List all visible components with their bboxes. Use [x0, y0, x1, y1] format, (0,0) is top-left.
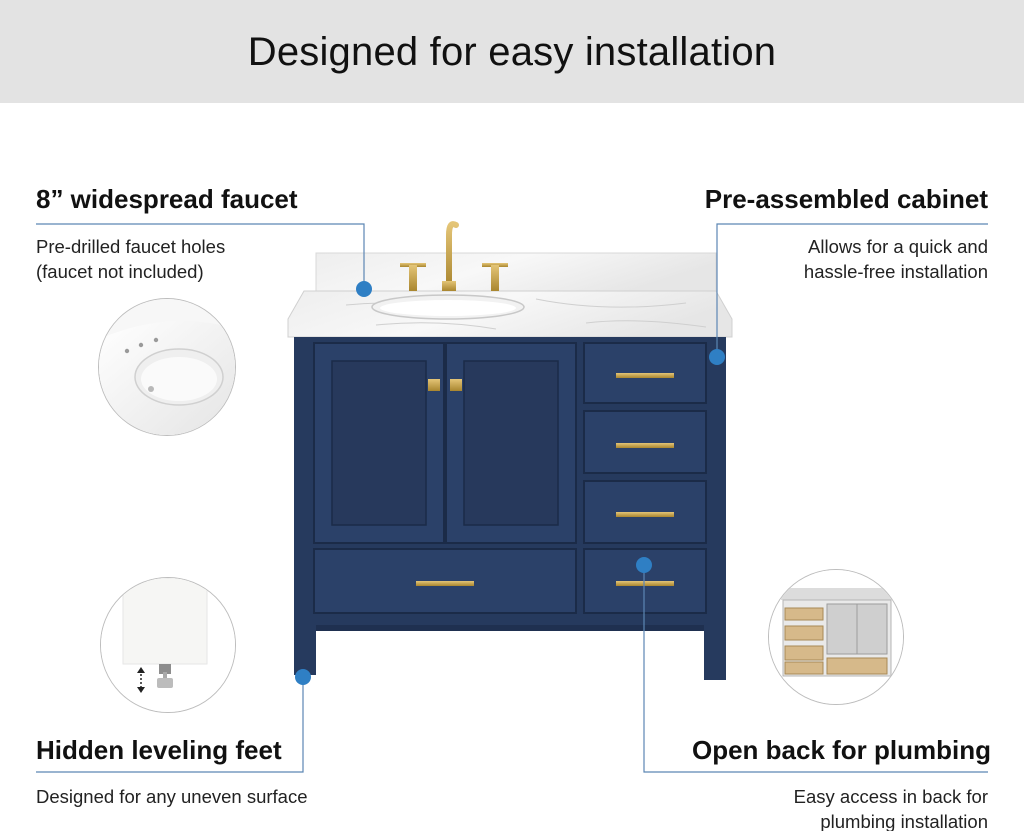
cabinet-desc-line-2: hassle-free installation: [803, 261, 988, 282]
vanity-cabinet-image: [287, 221, 733, 680]
sink-closeup-image: [98, 298, 236, 436]
back-feature-title: Open back for plumbing: [691, 735, 991, 765]
feet-feature-title: Hidden leveling feet: [36, 735, 282, 765]
cabinet-desc-line-1: Allows for a quick and: [808, 236, 988, 257]
back-desc-line-2: plumbing installation: [820, 811, 988, 831]
open-back-closeup-image: [768, 569, 904, 705]
feet-feature-description: Designed for any uneven surface: [36, 784, 308, 809]
cabinet-feature-description: Allows for a quick and hassle-free insta…: [804, 234, 988, 284]
page-title: Designed for easy installation: [247, 30, 777, 74]
faucet-feature-description: Pre-drilled faucet holes (faucet not inc…: [36, 234, 225, 284]
faucet-feature-title: 8” widespread faucet: [36, 184, 298, 214]
faucet-desc-line-1: Pre-drilled faucet holes: [36, 236, 226, 257]
faucet-desc-line-2: (faucet not included): [36, 261, 204, 282]
leveling-foot-closeup-image: [100, 577, 236, 713]
back-desc-line-1: Easy access in back for: [793, 786, 988, 807]
feet-desc-line-1: Designed for any uneven surface: [36, 786, 308, 807]
back-feature-description: Easy access in back for plumbing install…: [794, 784, 988, 831]
header-banner: Designed for easy installation: [0, 0, 1024, 103]
cabinet-feature-title: Pre-assembled cabinet: [704, 184, 988, 214]
